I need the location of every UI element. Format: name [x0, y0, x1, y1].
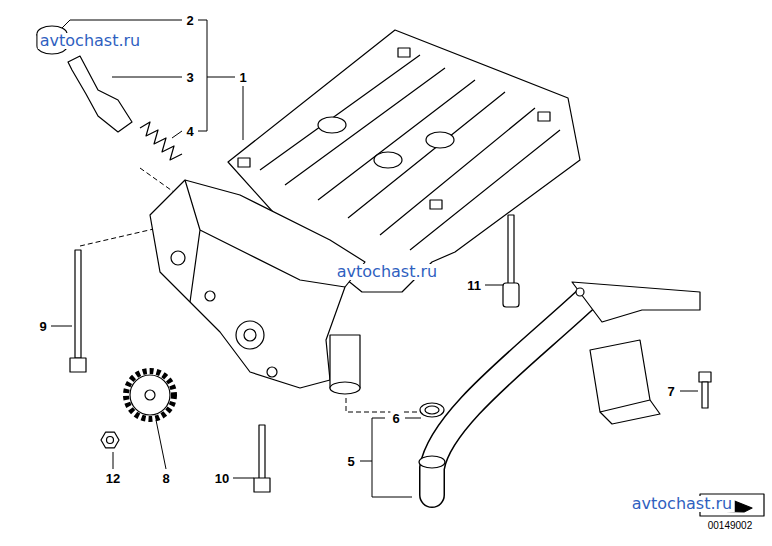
plate-ribs — [260, 55, 560, 250]
callout-number: 4 — [184, 124, 195, 139]
pickup-pipe — [432, 300, 585, 495]
oil-strainer — [600, 400, 660, 424]
inlet-pipe — [330, 335, 360, 388]
drive-shaft-boss — [236, 321, 264, 349]
leader-line — [680, 391, 698, 392]
leader-line — [51, 326, 72, 327]
leader-line — [112, 77, 182, 78]
housing-bore — [171, 251, 185, 265]
leader-line — [485, 285, 504, 286]
leader-line — [113, 452, 114, 469]
housing-bore — [205, 291, 215, 301]
bolt-head — [503, 283, 519, 307]
callout-number: 3 — [184, 70, 195, 85]
callout-number: 9 — [37, 319, 48, 334]
callout-number: 8 — [160, 471, 171, 486]
callout-number: 10 — [213, 471, 231, 486]
o-ring — [420, 403, 444, 417]
housing-bore — [267, 367, 277, 377]
inlet-opening — [330, 382, 360, 394]
leader-line — [62, 20, 182, 28]
oil-strainer — [590, 340, 650, 412]
pump-housing — [150, 180, 365, 388]
callout-number: 7 — [665, 384, 676, 399]
bolt-head — [699, 372, 711, 382]
drawing-number: 00149002 — [708, 521, 753, 531]
watermark: avtochast.ru — [335, 264, 440, 280]
nut-hole — [107, 437, 114, 444]
bolt — [508, 215, 514, 285]
valve-piston — [68, 56, 132, 132]
housing-edges — [185, 180, 345, 302]
sprocket-hub — [145, 390, 155, 400]
hex-nut — [101, 432, 119, 448]
group-bracket — [198, 20, 207, 131]
leader-lines — [51, 20, 698, 497]
callout-number: 5 — [345, 454, 356, 469]
sprocket — [130, 375, 170, 415]
watermark: avtochast.ru — [630, 496, 735, 512]
leader-line — [156, 420, 166, 469]
leader-line — [405, 418, 421, 419]
bolt — [259, 425, 265, 480]
pipe-neck — [419, 456, 445, 468]
callout-number: 6 — [390, 411, 401, 426]
sprocket-teeth — [126, 371, 174, 419]
callout-number: 12 — [104, 471, 122, 486]
bracket-hole — [576, 288, 584, 296]
pipe-bracket — [572, 282, 700, 322]
pickup-pipe-outline — [432, 300, 585, 495]
callout-number: 1 — [237, 70, 248, 85]
plate-holes — [238, 48, 550, 209]
o-ring-inner — [425, 406, 439, 414]
leader-line — [243, 86, 244, 140]
watermark: avtochast.ru — [38, 33, 143, 49]
valve-spring — [140, 122, 182, 160]
bolt-head — [254, 478, 270, 492]
bolt — [702, 382, 708, 408]
leader-line — [233, 478, 254, 479]
leader-line — [172, 131, 182, 138]
callout-number: 11 — [465, 278, 483, 293]
callout-number: 2 — [184, 13, 195, 28]
leader-line — [207, 77, 235, 78]
bolt-head — [70, 358, 86, 372]
drive-shaft — [244, 329, 256, 341]
bolt — [75, 250, 81, 358]
group-bracket — [360, 418, 412, 497]
